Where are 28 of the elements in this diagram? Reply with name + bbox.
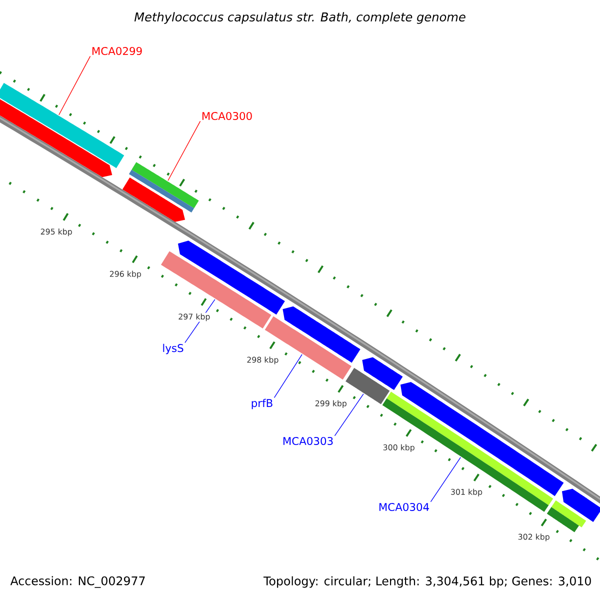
gene-label: lysS (163, 344, 184, 354)
gene-label: MCA0303 (283, 436, 333, 446)
gene-bar (346, 368, 390, 404)
gene-bar (551, 500, 586, 528)
gene-label: prfB (252, 398, 272, 410)
gene-bar (282, 306, 360, 363)
gene-bar (264, 316, 352, 380)
gene-bar (362, 357, 403, 390)
gene-label: MCA0300 (202, 112, 252, 120)
gene-label: MCA0299 (92, 46, 142, 56)
gene-bar (128, 170, 194, 213)
gene-bar (160, 251, 272, 329)
gene-bar (546, 507, 579, 532)
info-text: Accession: NC_002977 (10, 576, 145, 588)
gene-bar (0, 82, 124, 168)
title: Methylococcus capsulatus str. Bath, complete genome (134, 12, 466, 24)
gene-bar (400, 382, 564, 496)
leader-line (168, 120, 201, 181)
gene-bar (178, 240, 285, 315)
leader-line (430, 456, 461, 502)
gene-bar (122, 177, 186, 222)
leader-line (274, 354, 302, 398)
info-text: Topology: circular; Length: 3,304,561 bp; Genes: 3,010 (263, 576, 591, 588)
gene-bar (562, 488, 600, 522)
leader-line (58, 56, 91, 116)
gene-bar (0, 96, 112, 178)
gene-label: MCA0304 (379, 502, 429, 512)
gene-bar (132, 162, 199, 208)
